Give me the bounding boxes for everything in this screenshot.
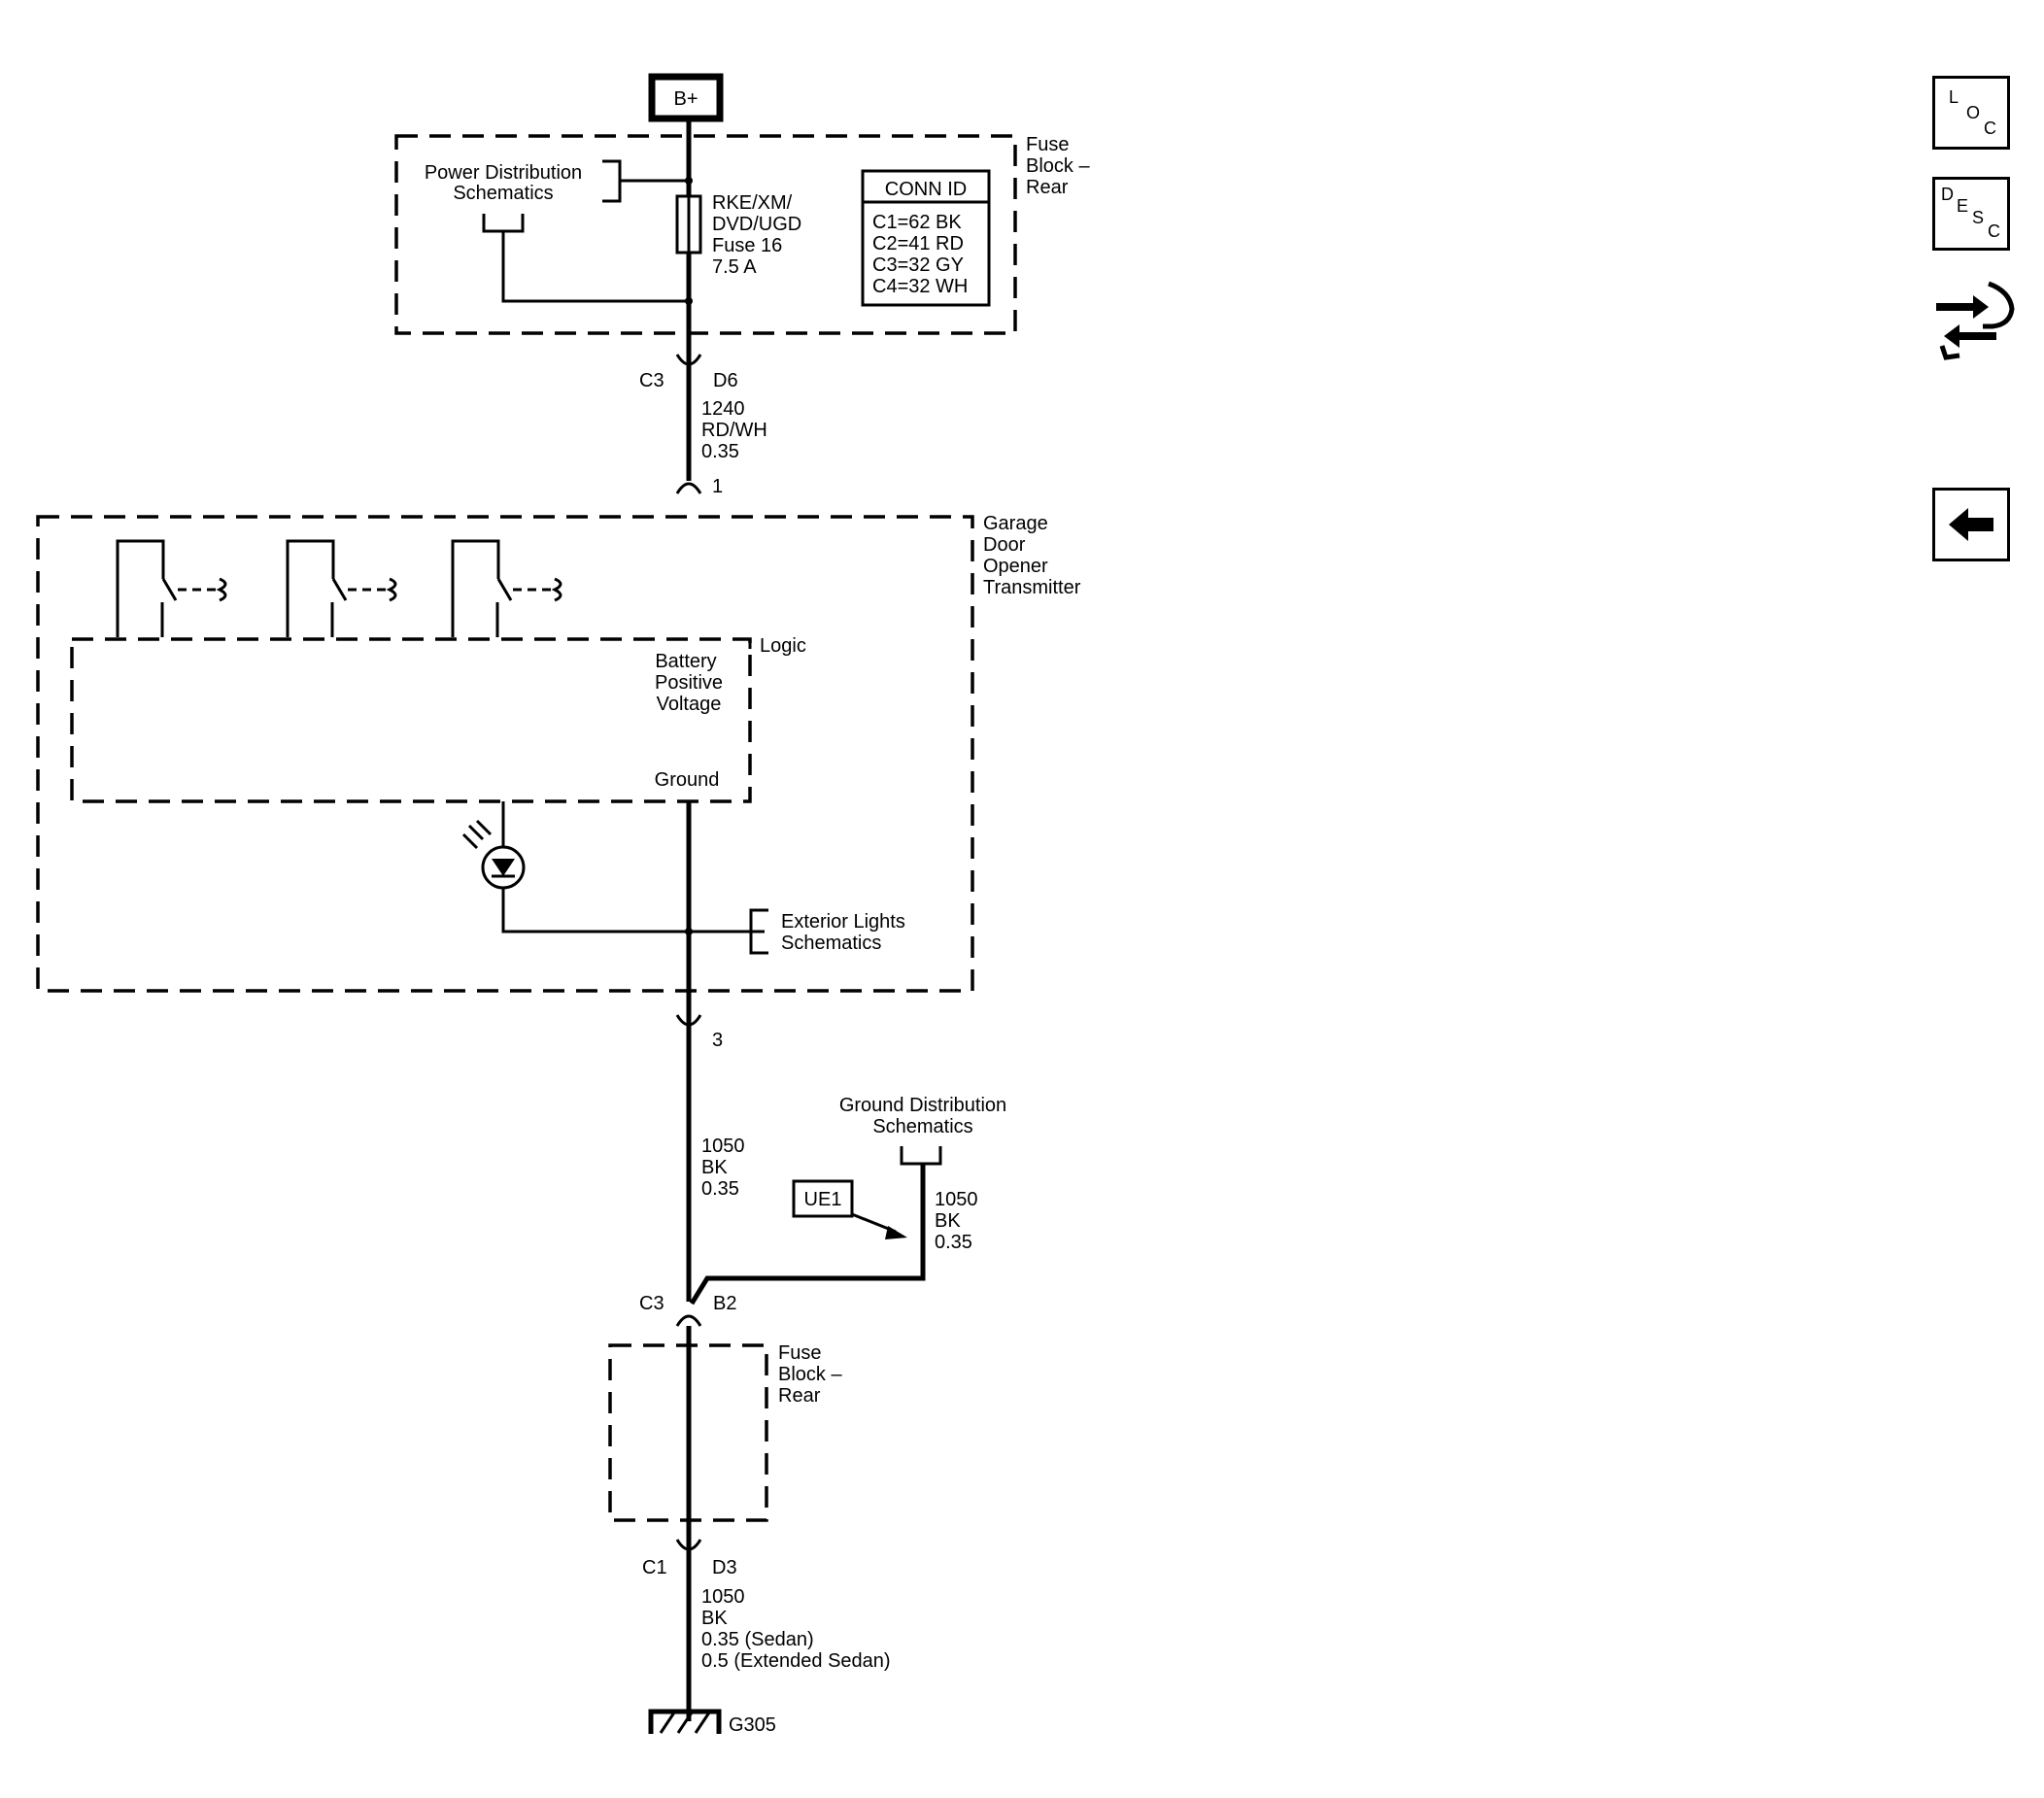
fuse-block-rear-top-outline <box>394 134 1017 335</box>
indicator-led-icon <box>461 819 526 890</box>
gdo-label-3: Opener <box>983 556 1048 577</box>
switch-button-2-icon <box>286 539 397 637</box>
exterior-lights-label-2: Schematics <box>781 933 881 954</box>
connector-end-view-icon[interactable] <box>1928 274 2018 363</box>
desc-letter-s: S <box>1972 208 1985 227</box>
splice-ue1-box <box>792 1179 854 1218</box>
fuse-block-top-label-3: Rear <box>1026 177 1069 198</box>
fuse-label-2: DVD/UGD <box>712 214 801 235</box>
desc-letter-c: C <box>1988 221 2000 241</box>
conn-id-row: C2=41 RD <box>872 233 964 254</box>
wire-1050-color: BK <box>701 1157 728 1178</box>
back-button[interactable] <box>1932 488 2010 561</box>
ground-label: Ground <box>655 769 720 791</box>
ground-distribution-label-2: Schematics <box>872 1116 972 1137</box>
wire-1050-circuit: 1050 <box>701 1136 745 1157</box>
power-distribution-tab <box>482 214 525 233</box>
connector-c1-label: C1 <box>642 1557 667 1578</box>
wire-1240-color: RD/WH <box>701 420 767 441</box>
conn-id-row: C1=62 BK <box>872 212 962 233</box>
battery-positive-label: B+ <box>673 88 698 110</box>
bpv-label-3: Voltage <box>657 694 722 715</box>
fuse-block-bottom-label-1: Fuse <box>778 1342 821 1364</box>
desc-letter-e: E <box>1957 196 1969 216</box>
fuse-label-1: RKE/XM/ <box>712 192 793 214</box>
wire-1050-size: 0.35 <box>701 1178 739 1200</box>
conn-id-title: CONN ID <box>885 179 967 200</box>
bpv-label-2: Positive <box>655 672 723 694</box>
ground-distribution-tab <box>900 1146 942 1166</box>
power-distribution-label-2: Schematics <box>453 183 553 204</box>
description-button[interactable]: D E S C <box>1932 177 2010 251</box>
loc-letter-l: L <box>1949 87 1959 107</box>
pin-b2-label: B2 <box>713 1293 736 1314</box>
logic-module-outline <box>70 637 752 803</box>
exterior-lights-label-1: Exterior Lights <box>781 911 905 933</box>
fuse-block-top-label-1: Fuse <box>1026 134 1069 155</box>
fuse-label-4: 7.5 A <box>712 256 757 278</box>
gdo-label-4: Transmitter <box>983 577 1081 598</box>
gdo-label-2: Door <box>983 534 1026 556</box>
wire-1240-circuit: 1240 <box>701 398 745 420</box>
chassis-ground-icon <box>648 1709 722 1734</box>
fuse-label-3: Fuse 16 <box>712 235 782 256</box>
ground-g305-label: G305 <box>729 1714 776 1736</box>
loc-letter-c: C <box>1984 119 1996 138</box>
conn-id-row: C3=32 GY <box>872 254 964 276</box>
logic-label: Logic <box>760 635 806 657</box>
ground-dist-circuit: 1050 <box>935 1189 978 1210</box>
desc-letter-d: D <box>1941 185 1954 204</box>
exterior-lights-bracket <box>749 908 768 955</box>
fuse-block-top-label-2: Block – <box>1026 155 1090 177</box>
ground-distribution-label-1: Ground Distribution <box>839 1095 1006 1116</box>
power-distribution-bracket <box>602 159 622 203</box>
pin-d3-label: D3 <box>712 1557 737 1578</box>
loc-letter-o: O <box>1966 103 1981 122</box>
pin-3-label: 3 <box>712 1030 723 1051</box>
ground-wire-size-sedan: 0.35 (Sedan) <box>701 1629 814 1650</box>
fuse-block-bottom-label-2: Block – <box>778 1364 842 1385</box>
garage-door-opener-outline <box>36 515 974 993</box>
ground-dist-size: 0.35 <box>935 1232 972 1253</box>
connector-c3-label: C3 <box>639 370 664 391</box>
fuse-block-bottom-label-3: Rear <box>778 1385 821 1407</box>
connector-c3-lower-label: C3 <box>639 1293 664 1314</box>
splice-ue1-label: UE1 <box>804 1189 842 1210</box>
ground-wire-circuit: 1050 <box>701 1586 745 1608</box>
conn-id-table <box>861 169 991 307</box>
wire-1240-size: 0.35 <box>701 441 739 462</box>
location-button[interactable]: L O C <box>1932 76 2010 150</box>
connector-pin-1-icon <box>675 482 702 494</box>
connector-c3-b2-icon <box>675 1314 702 1327</box>
switch-button-1-icon <box>116 539 227 637</box>
ground-wire-color: BK <box>701 1608 728 1629</box>
back-arrow-icon <box>1949 508 1993 541</box>
pin-1-label: 1 <box>712 476 723 497</box>
bpv-label-1: Battery <box>655 651 716 672</box>
ground-wire-size-extended: 0.5 (Extended Sedan) <box>701 1650 891 1672</box>
conn-id-row: C4=32 WH <box>872 276 968 297</box>
pin-d6-label: D6 <box>713 370 738 391</box>
switch-button-3-icon <box>451 539 562 637</box>
ground-dist-color: BK <box>935 1210 961 1232</box>
gdo-label-1: Garage <box>983 513 1048 534</box>
power-distribution-label-1: Power Distribution <box>425 162 582 184</box>
battery-positive-box <box>648 73 724 122</box>
